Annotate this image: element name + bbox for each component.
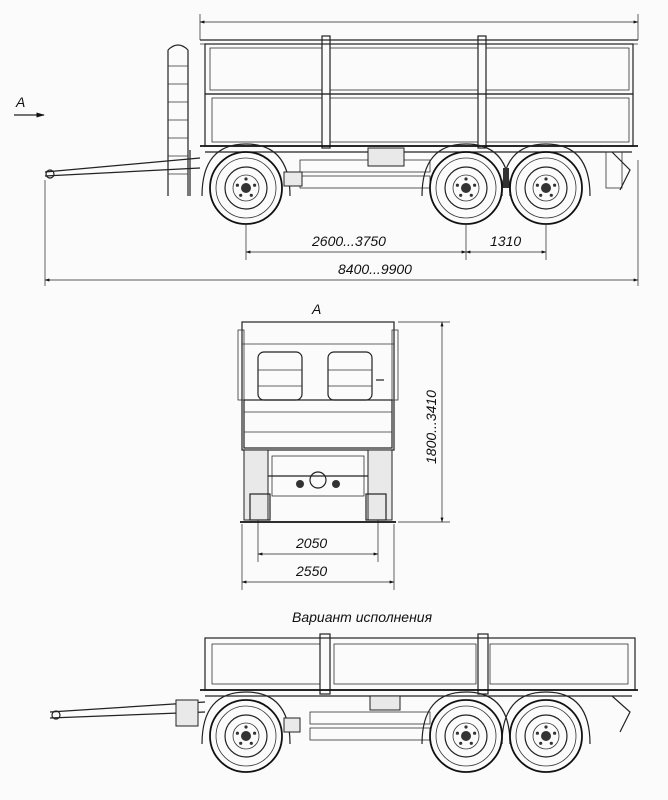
dim-wheelbase: 2600...3750 (311, 233, 386, 249)
rear-view-dimensions: 1800...3410 2050 2550 (241, 321, 450, 590)
dim-height: 1800...3410 (423, 390, 439, 464)
rear-view-title: A (311, 301, 321, 317)
side-view (44, 14, 639, 225)
front-ladder (167, 44, 189, 196)
dim-axle-spacing: 1310 (490, 233, 521, 249)
view-a-marker: A (14, 94, 45, 118)
side-rear-wheel (509, 151, 583, 225)
rear-view: A (237, 301, 399, 523)
view-a-label: A (15, 94, 25, 110)
variant-middle-wheel (429, 699, 503, 773)
side-front-wheel (209, 151, 283, 225)
side-view-dimensions: 2600...3750 1310 8400...9900 (44, 160, 639, 286)
variant-caption: Вариант исполнения (292, 609, 433, 625)
dim-width: 2550 (295, 563, 327, 579)
dim-track: 2050 (295, 535, 327, 551)
variant-side-view (49, 633, 638, 773)
dim-overall-length: 8400...9900 (338, 261, 412, 277)
drawbar (44, 150, 201, 196)
rear-ladders (257, 351, 384, 401)
variant-rear-wheel (509, 699, 583, 773)
side-middle-wheel (429, 151, 503, 225)
variant-front-wheel (209, 699, 283, 773)
